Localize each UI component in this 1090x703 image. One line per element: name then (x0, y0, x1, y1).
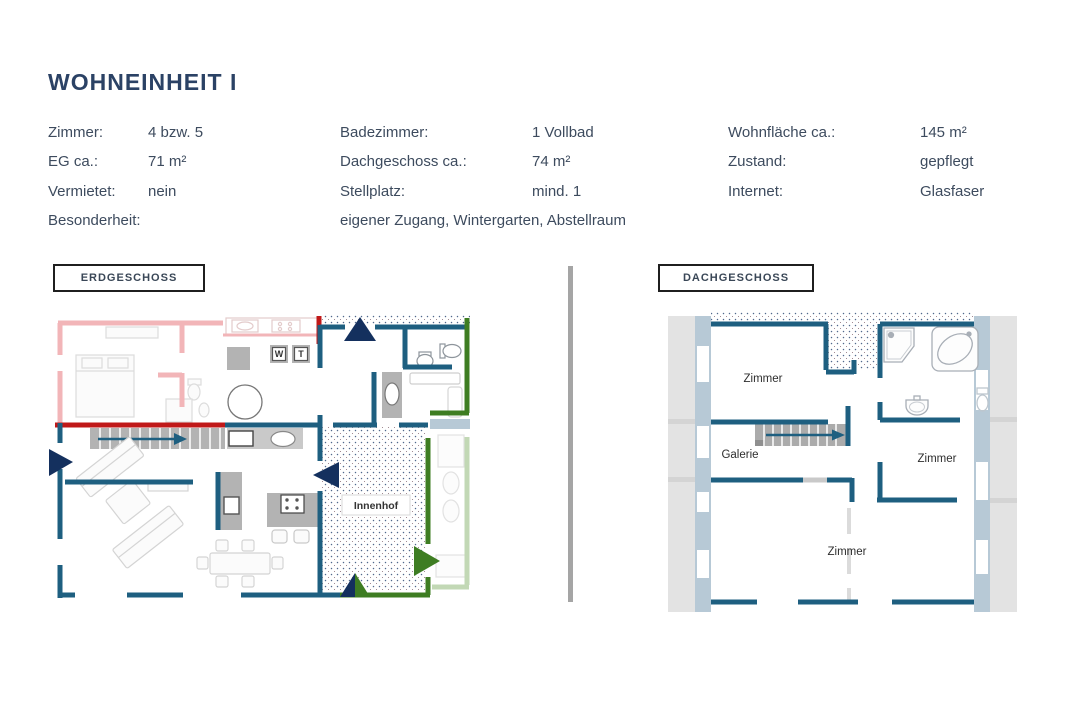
page-title: WOHNEINHEIT I (48, 69, 238, 95)
info-value: 145 m² (920, 124, 967, 141)
info-label: Internet: (728, 183, 784, 200)
room-label-bottom: Zimmer (828, 546, 867, 558)
dachgeschoss-heading-box: DACHGESCHOSS (658, 264, 814, 292)
courtyard-label-box: Innenhof (341, 494, 411, 516)
info-value: 1 Vollbad (532, 124, 594, 141)
info-value-besonderheit: eigener Zugang, Wintergarten, Abstellrau… (340, 212, 626, 229)
hall-shower-column (382, 372, 402, 418)
wc-fixtures (409, 343, 463, 418)
living-room-furniture (76, 436, 284, 588)
erdgeschoss-heading: ERDGESCHOSS (80, 272, 178, 284)
floor-plan-erdgeschoss: W T (49, 315, 470, 598)
window-gaps (757, 599, 892, 605)
info-label: Stellplatz: (340, 183, 406, 200)
info-label: Badezimmer: (340, 124, 429, 141)
neighbor-wintergarten-faded (430, 419, 470, 590)
info-label: Zustand: (728, 153, 787, 170)
garden-door-arrow-green-icon (355, 573, 370, 597)
info-label: Besonderheit: (48, 212, 141, 229)
room-label-middle-right: Zimmer (918, 453, 957, 465)
stairs (755, 424, 847, 446)
washer-label: W (275, 349, 284, 359)
hall-wardrobe (227, 428, 303, 449)
plan-divider (568, 266, 573, 602)
garden-arrow-right-icon (414, 546, 440, 576)
roof-terrace-dots (711, 312, 974, 324)
stairs-direction-arrow (832, 429, 845, 441)
bathroom-fixtures (883, 326, 989, 416)
info-label: Zimmer: (48, 124, 103, 141)
courtyard-arrow-icon (313, 462, 339, 488)
info-label: Vermietet: (48, 183, 116, 200)
sliding-door (803, 477, 827, 483)
wall-column (220, 472, 242, 530)
walls (711, 321, 974, 605)
info-label: EG ca.: (48, 153, 99, 170)
utility-room-fixtures: W T (227, 345, 310, 420)
neighbor-unit-faded (57, 317, 319, 425)
info-label: Wohnfläche ca.: (728, 124, 836, 141)
info-value: 4 bzw. 5 (148, 124, 204, 141)
courtyard-label: Innenhof (354, 500, 399, 512)
stairs (90, 428, 225, 449)
stairs-direction-arrow (174, 433, 187, 445)
garden-door-arrow-navy-icon (340, 573, 355, 597)
room-label-top-left: Zimmer (744, 373, 783, 385)
info-value: 74 m² (532, 153, 571, 170)
dachgeschoss-heading: DACHGESCHOSS (682, 272, 790, 284)
info-value: nein (148, 183, 177, 200)
terrace-dots (320, 315, 470, 324)
info-value: mind. 1 (532, 183, 582, 200)
entrance-arrow-top-icon (344, 317, 376, 341)
erdgeschoss-heading-box: ERDGESCHOSS (53, 264, 205, 292)
gallery-label: Galerie (721, 449, 758, 461)
floor-plan-dachgeschoss: Zimmer Galerie Zimmer Zimmer (668, 312, 1017, 612)
info-value: 71 m² (148, 153, 187, 170)
kitchen-island (267, 493, 319, 544)
dryer-label: T (298, 349, 304, 359)
roof-bands (668, 316, 1017, 612)
entrance-arrow-left-icon (49, 449, 73, 476)
info-value: gepflegt (920, 153, 974, 170)
info-value: Glasfaser (920, 183, 985, 200)
info-label: Dachgeschoss ca.: (340, 153, 467, 170)
